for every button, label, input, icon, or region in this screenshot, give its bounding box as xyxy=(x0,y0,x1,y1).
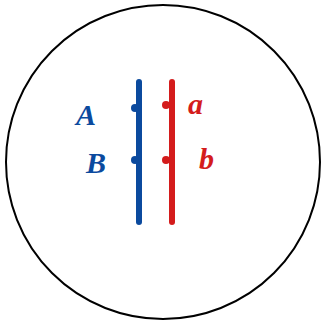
allele-label: A xyxy=(76,100,96,130)
locus-dot xyxy=(162,156,170,164)
locus-dot xyxy=(131,104,139,112)
allele-label: B xyxy=(86,148,106,178)
red-chromosome xyxy=(169,82,175,222)
cell-outline xyxy=(6,5,320,319)
allele-label: a xyxy=(188,89,203,119)
locus-dot xyxy=(162,101,170,109)
locus-dot xyxy=(131,156,139,164)
allele-label: b xyxy=(199,144,214,174)
blue-chromosome xyxy=(136,82,142,222)
